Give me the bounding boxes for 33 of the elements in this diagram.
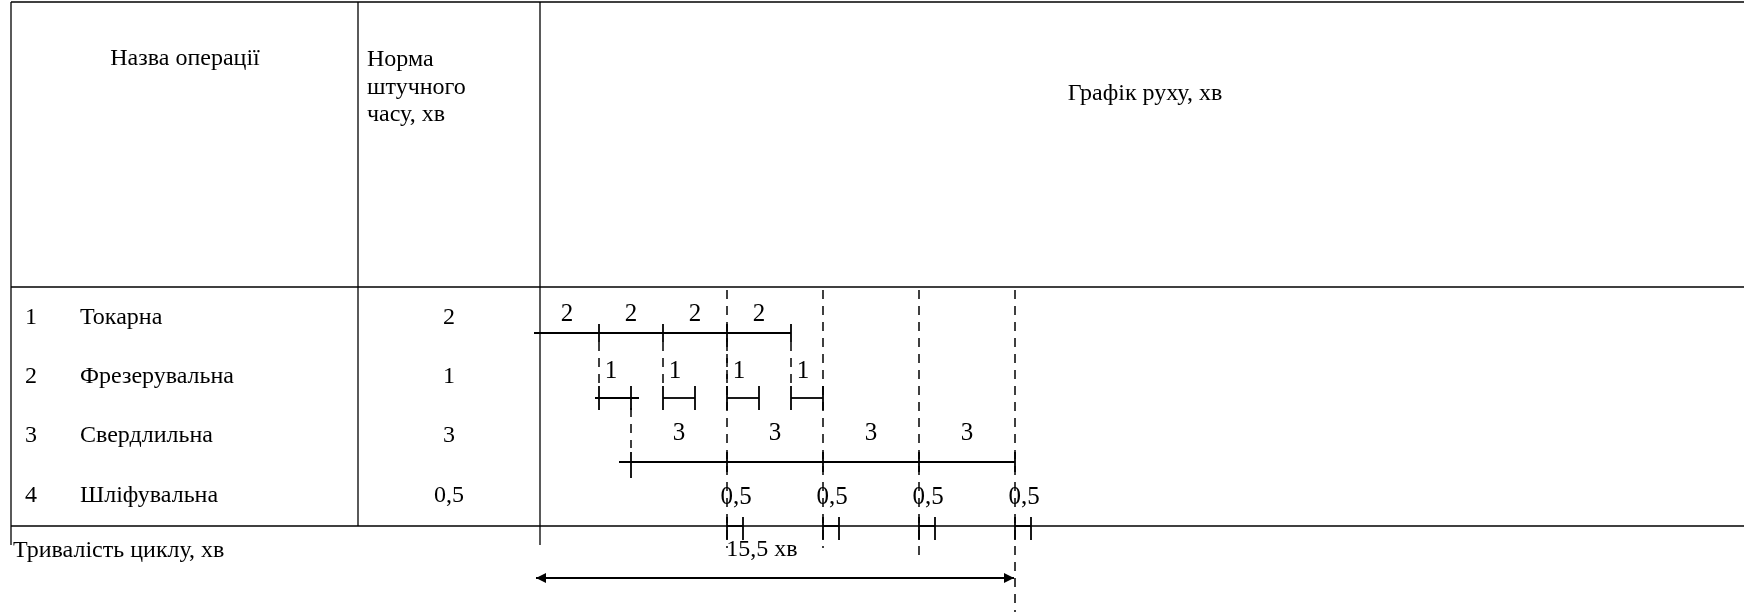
duration-label: 2: [688, 298, 702, 328]
duration-label: 1: [668, 355, 682, 385]
duration-label: 3: [960, 417, 974, 447]
column-header: Норма штучного часу, хв: [367, 45, 467, 128]
duration-label: 0,5: [1008, 481, 1040, 511]
duration-label: 1: [604, 355, 618, 385]
row-number: 3: [25, 421, 37, 449]
row-label: Тривалість циклу, хв: [13, 536, 225, 564]
operation-name: Фрезерувальна: [80, 362, 235, 390]
cycle-time-label: 15,5 хв: [726, 535, 798, 563]
time-norm: 3: [443, 421, 455, 449]
operation-name: Токарна: [80, 303, 163, 331]
time-norm: 1: [443, 362, 455, 390]
operation-name: Свердлильна: [80, 421, 213, 449]
duration-label: 2: [624, 298, 638, 328]
duration-label: 3: [768, 417, 782, 447]
duration-label: 0,5: [720, 481, 752, 511]
duration-label: 3: [864, 417, 878, 447]
operation-name: Шліфувальна: [80, 481, 219, 509]
row-number: 4: [25, 481, 37, 509]
duration-label: 0,5: [912, 481, 944, 511]
time-norm: 0,5: [434, 481, 464, 509]
duration-label: 3: [672, 417, 686, 447]
duration-label: 1: [796, 355, 810, 385]
duration-label: 2: [752, 298, 766, 328]
duration-label: 1: [732, 355, 746, 385]
row-number: 1: [25, 303, 37, 331]
row-number: 2: [25, 362, 37, 390]
column-header: Назва операції: [110, 44, 260, 72]
column-header: Графік руху, хв: [1067, 79, 1223, 107]
time-norm: 2: [443, 303, 455, 331]
duration-label: 0,5: [816, 481, 848, 511]
duration-label: 2: [560, 298, 574, 328]
